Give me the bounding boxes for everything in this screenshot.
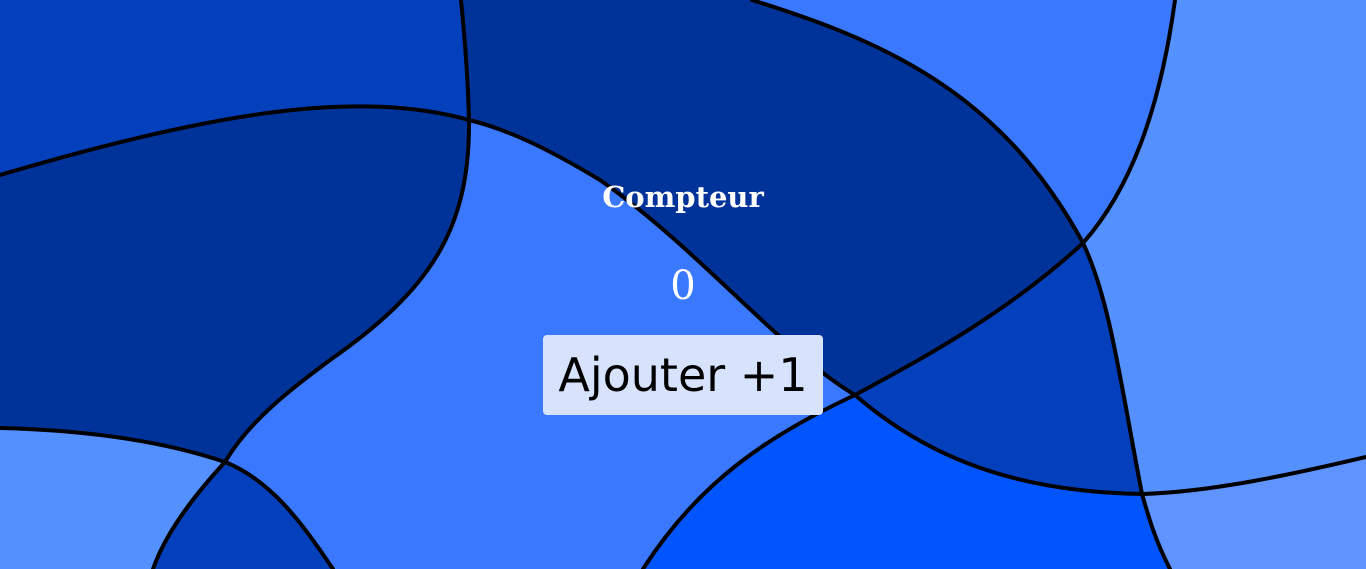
add-one-button[interactable]: Ajouter +1 <box>543 335 823 415</box>
background-region-top-left <box>0 0 469 175</box>
background-region-top-center <box>461 0 1083 395</box>
background-curve-4 <box>641 0 1177 569</box>
counter-value: 0 <box>670 263 696 309</box>
background-region-bottom-right <box>1142 457 1366 569</box>
background-region-bottom-left-blob <box>153 462 333 569</box>
background-curve-3 <box>750 0 1172 569</box>
background-region-top-right <box>752 0 1175 243</box>
background-curve-1 <box>151 0 472 569</box>
background-curve-2 <box>0 104 1366 497</box>
background-region-left <box>0 106 470 462</box>
background-curve-5 <box>0 426 335 569</box>
background-region-right <box>1083 0 1366 494</box>
background-region-right-middle <box>855 243 1142 494</box>
counter-title: Compteur <box>602 180 764 214</box>
